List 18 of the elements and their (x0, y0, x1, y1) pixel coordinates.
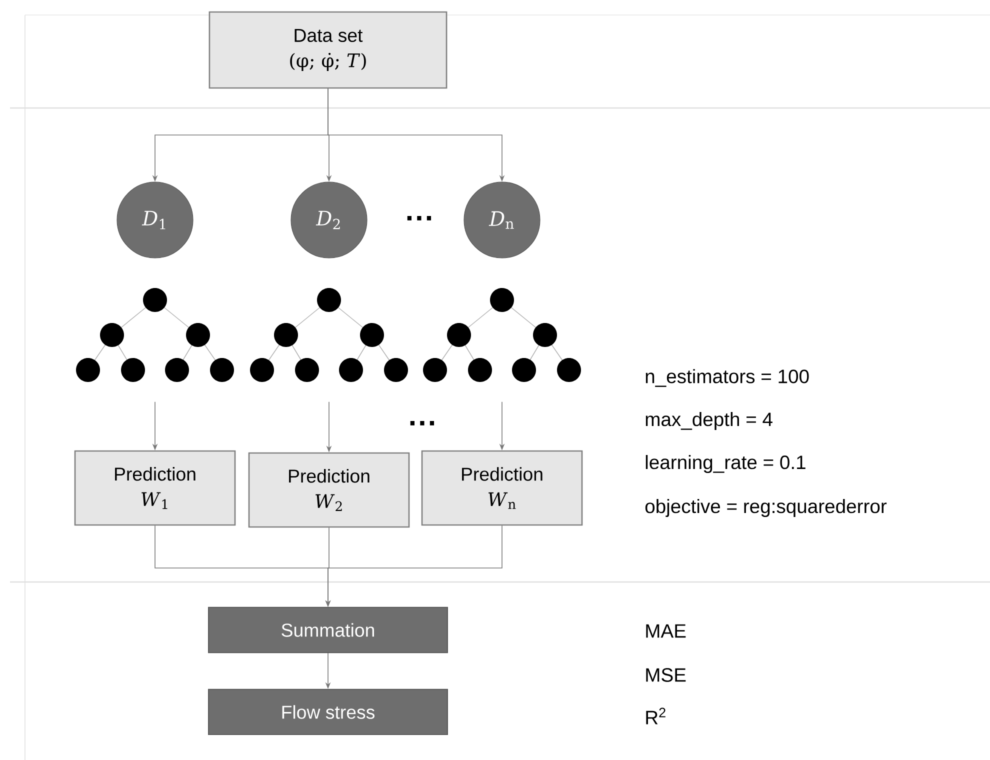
metric-text: MAE (646, 624, 686, 638)
process-box: Prediction W$_{1}$ (74, 450, 236, 526)
tree-drawing (76, 288, 234, 382)
parameter-text: objective = reg:squarederror (645, 498, 887, 517)
process-box: Data set (φ; φ̇; T) (208, 11, 448, 89)
parameter-text: max_depth = 4 (646, 412, 772, 430)
tree-drawing (423, 288, 581, 382)
output-box: Summation (208, 606, 448, 654)
metric-text: R$^{2}$ (646, 708, 666, 724)
parameter-text: learning_rate = 0.1 (646, 454, 806, 473)
parameter-text: n_estimators = 100 (646, 369, 809, 387)
output-box: Flow stress (208, 688, 448, 736)
process-box: Prediction W$_{n}$ (421, 450, 583, 526)
tree-drawing (250, 288, 408, 382)
process-box: Prediction W$_{2}$ (248, 452, 410, 528)
ellipsis: ··· (410, 421, 434, 426)
metric-text: MSE (646, 668, 686, 682)
ellipsis: ··· (407, 216, 432, 220)
